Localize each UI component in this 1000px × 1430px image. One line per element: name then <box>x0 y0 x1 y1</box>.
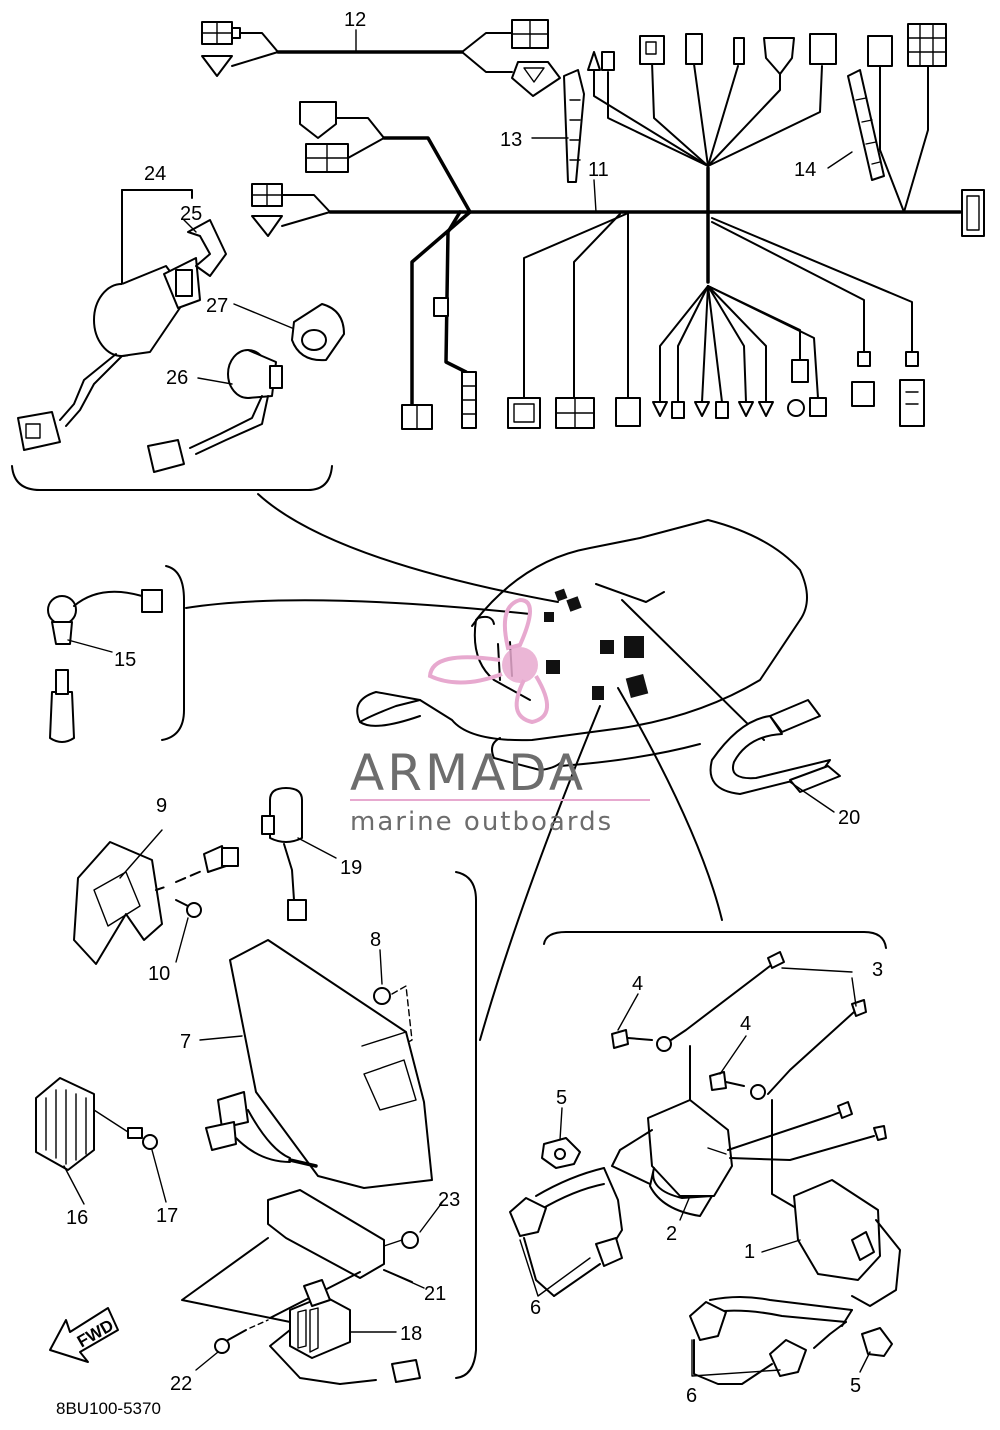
callout-26: 26 <box>166 367 188 389</box>
callout-leaders <box>63 29 871 1377</box>
callout-numbers: 1 2 3 4 4 5 5 6 6 7 8 9 10 11 12 13 14 1… <box>66 9 883 1407</box>
callout-5a: 5 <box>556 1087 567 1109</box>
part-9-bracket <box>73 841 239 965</box>
callout-25: 25 <box>180 203 202 225</box>
callout-13: 13 <box>500 129 522 151</box>
callout-14: 14 <box>794 159 816 181</box>
leader-15-vehicle <box>185 599 531 615</box>
callout-4a: 4 <box>632 973 643 995</box>
callout-7: 7 <box>180 1031 191 1053</box>
band-20 <box>709 699 841 795</box>
callout-6b: 6 <box>686 1385 697 1407</box>
part-21-plate <box>181 1189 419 1325</box>
cable-tie-13 <box>563 69 585 183</box>
callout-2: 2 <box>666 1223 677 1245</box>
callout-1: 1 <box>744 1241 755 1263</box>
callout-15: 15 <box>114 649 136 671</box>
fwd-direction-arrow: FWD <box>49 1307 119 1363</box>
leader-7-vehicle <box>479 705 601 1041</box>
callout-10: 10 <box>148 963 170 985</box>
part-19-condenser <box>261 787 307 921</box>
ignition-coil-inset <box>509 931 901 1385</box>
callout-19: 19 <box>340 857 362 879</box>
leader-24-vehicle <box>257 493 559 603</box>
callout-21: 21 <box>424 1283 446 1305</box>
drawing-code: 8BU100-5370 <box>56 1399 161 1418</box>
callout-5b: 5 <box>850 1375 861 1397</box>
inset-divider-lower-left <box>455 871 477 1379</box>
callout-3: 3 <box>872 959 883 981</box>
propeller-logo-icon <box>427 597 550 725</box>
callout-27: 27 <box>206 295 228 317</box>
callout-6a: 6 <box>530 1297 541 1319</box>
cable-tie-14 <box>847 69 885 181</box>
callout-18: 18 <box>400 1323 422 1345</box>
main-switch-inset <box>11 189 345 491</box>
brand-name: ARMADA <box>350 744 586 802</box>
callout-20: 20 <box>838 807 860 829</box>
callout-9: 9 <box>156 795 167 817</box>
callout-4b: 4 <box>740 1013 751 1035</box>
callout-8: 8 <box>370 929 381 951</box>
callout-23: 23 <box>438 1189 460 1211</box>
part-7-cdi-unit <box>205 939 433 1189</box>
part-22-screw <box>214 1319 269 1354</box>
armada-watermark: ARMADA marine outboards <box>350 597 650 837</box>
sensor-inset-15 <box>47 565 185 743</box>
callout-12: 12 <box>344 9 366 31</box>
main-wire-harness-11 <box>251 23 985 430</box>
sub-harness-12 <box>201 19 561 97</box>
part-16-rectifier <box>35 1077 158 1171</box>
leader-ignition-vehicle <box>617 687 723 921</box>
callout-24: 24 <box>144 163 166 185</box>
brand-tagline: marine outboards <box>350 807 613 837</box>
callout-16: 16 <box>66 1207 88 1229</box>
part-18-relay <box>269 1279 421 1385</box>
callout-11: 11 <box>588 159 609 181</box>
leader-20-vehicle <box>621 599 765 741</box>
callout-22: 22 <box>170 1373 192 1395</box>
callout-17: 17 <box>156 1205 178 1227</box>
